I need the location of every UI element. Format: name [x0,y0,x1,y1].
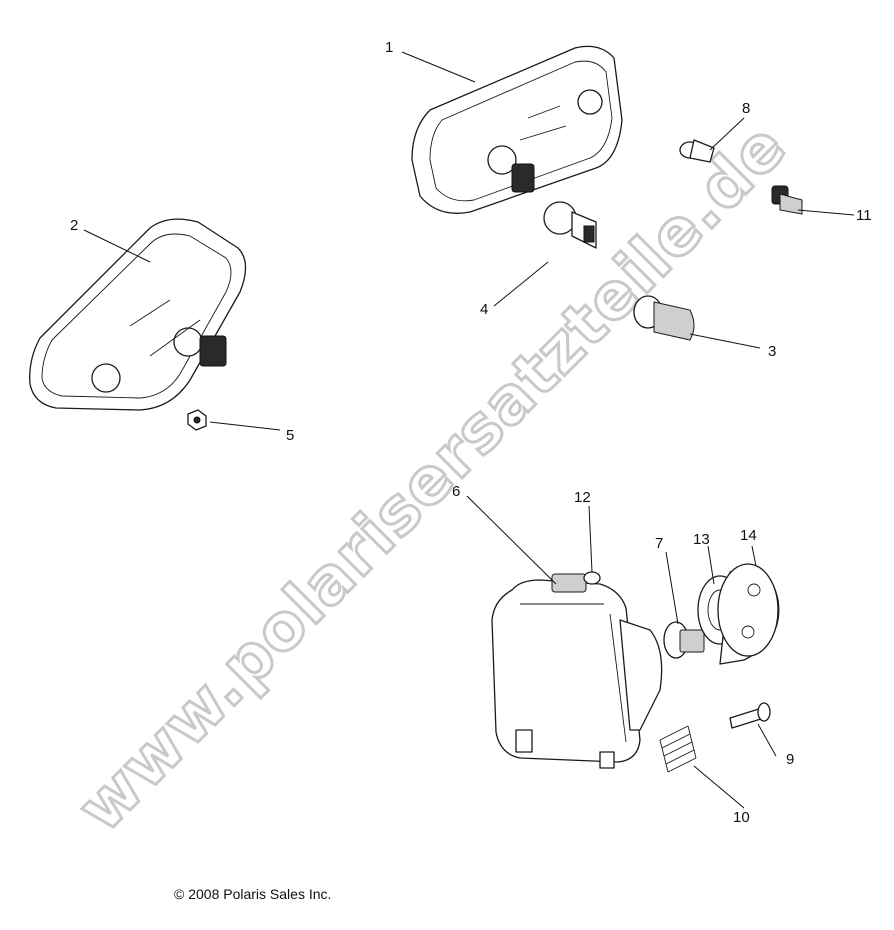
small-socket-11 [771,185,803,215]
callout-14: 14 [740,527,757,544]
callout-10: 10 [733,809,750,826]
callout-5: 5 [286,427,294,444]
callout-9: 9 [786,751,794,768]
wedge-bulb-12 [583,571,601,585]
small-bulb-8 [679,139,715,163]
callout-6: 6 [452,483,460,500]
headlight-cover-14 [717,563,780,665]
callout-1: 1 [385,39,393,56]
spring-10 [659,725,697,773]
callout-12: 12 [574,489,591,506]
callout-2: 2 [70,217,78,234]
pin-9 [729,702,771,729]
bulb-socket-3 [633,295,695,341]
nut-5 [187,409,207,431]
callout-11: 11 [856,207,872,224]
callout-7: 7 [655,535,663,552]
copyright-notice: © 2008 Polaris Sales Inc. [174,886,332,902]
headlight-bulb-7 [663,621,705,659]
headlight-housing-6 [491,573,663,769]
leader-lines [83,51,855,809]
bulb-4 [543,201,597,249]
callout-3: 3 [768,343,776,360]
taillight-housing-left [29,218,247,411]
callout-4: 4 [480,301,488,318]
callout-13: 13 [693,531,710,548]
taillight-housing-upper [411,45,623,214]
callout-8: 8 [742,100,750,117]
